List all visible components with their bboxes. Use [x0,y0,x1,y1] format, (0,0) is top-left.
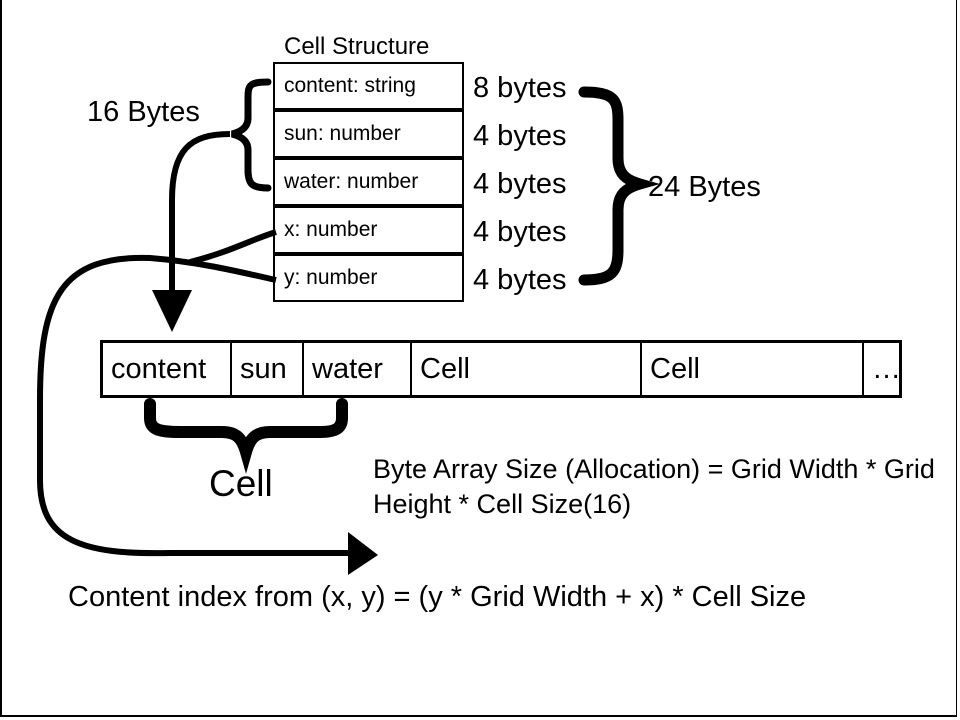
field-content: content: string [273,62,464,110]
brace-under-cell [144,398,348,474]
array-seg-cell-1: Cell [420,352,470,385]
array-divider [410,343,412,395]
array-seg-cell-2: Cell [650,352,700,385]
field-y: y: number [273,254,464,302]
connector-x [189,229,277,265]
structure-title: Cell Structure [284,33,430,60]
array-seg-content: content [111,352,207,385]
brace-16-bytes [231,78,272,192]
byte-array: content sun water Cell Cell … [100,340,902,398]
array-seg-sun: sun [240,352,287,385]
index-formula: Content index from (x, y) = (y * Grid Wi… [68,581,807,613]
array-seg-ellipsis: … [872,352,901,385]
arrowhead-index [348,532,378,575]
cell-group-label: Cell [209,463,273,504]
size-sun: 4 bytes [473,120,567,152]
field-x: x: number [273,206,464,254]
arrow-16-to-array [169,131,231,295]
label-16-bytes: 16 Bytes [87,96,200,128]
arrowhead-16 [152,290,192,332]
array-divider [862,343,864,395]
size-y: 4 bytes [473,264,567,296]
field-sun: sun: number [273,110,464,158]
connector-y [37,254,355,557]
field-water: water: number [273,158,464,206]
allocation-formula: Byte Array Size (Allocation) = Grid Widt… [373,454,935,519]
size-content: 8 bytes [473,72,567,104]
array-divider [640,343,642,395]
brace-24-bytes [578,86,661,286]
array-divider [230,343,232,395]
array-divider [302,343,304,395]
size-x: 4 bytes [473,216,567,248]
size-water: 4 bytes [473,168,567,200]
array-seg-water: water [312,352,383,385]
label-24-bytes: 24 Bytes [648,171,761,203]
